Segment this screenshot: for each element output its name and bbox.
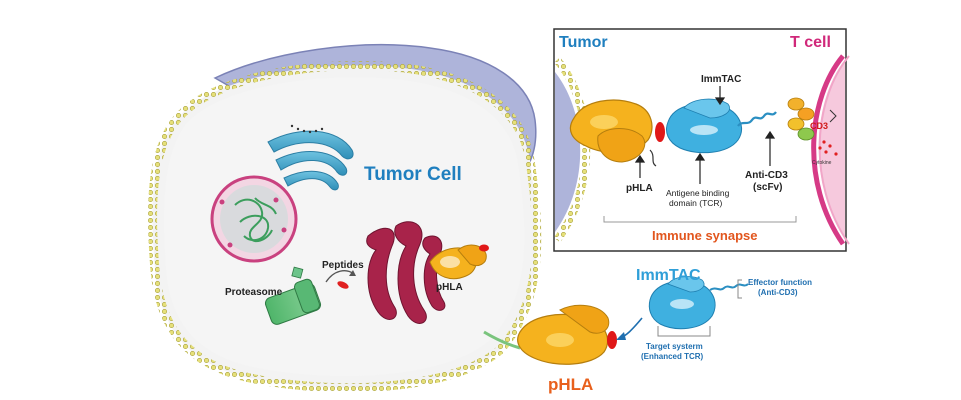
tumor-cell <box>147 44 542 393</box>
inset-antigene-line2: domain (TCR) <box>669 198 723 208</box>
inset-cytokine-label: Cytokine <box>812 160 832 166</box>
target-bracket <box>657 326 711 337</box>
cd3-complex <box>787 97 837 141</box>
effector-bracket <box>737 279 742 299</box>
inset-phla-label: pHLA <box>626 183 653 194</box>
immtac-label: ImmTAC <box>636 267 701 284</box>
golgi-vesicles <box>290 124 324 134</box>
phla-large-label: pHLA <box>548 375 593 394</box>
inset-arrows <box>634 86 776 184</box>
phla-large-icon <box>517 304 617 365</box>
peptide <box>337 281 349 289</box>
inset-anticd3-line1: Anti-CD3 <box>745 170 788 181</box>
peptides-label: Peptides <box>322 260 364 271</box>
target-label-line2: (Enhanced TCR) <box>641 352 704 361</box>
phla-small-icon <box>429 244 489 280</box>
inset-cd3-label: CD3 <box>810 121 828 131</box>
immune-synapse-inset <box>553 28 850 252</box>
peptide-arrow-head <box>349 270 356 276</box>
phla-stalk <box>483 330 521 350</box>
inset-tumor-membrane <box>555 72 581 232</box>
synapse-bracket <box>603 216 797 223</box>
cytokine-dots <box>818 140 838 156</box>
proteasome-icon <box>264 266 322 325</box>
inset-tumor-label: Tumor <box>559 34 608 51</box>
immtac-molecule-icon <box>648 276 749 330</box>
inset-antigene-line1: Antigene binding <box>666 188 730 198</box>
inset-anticd3-line2: (scFv) <box>753 182 782 193</box>
proteasome-label: Proteasome <box>225 287 283 298</box>
target-label-line1: Target systerm <box>646 342 703 351</box>
inset-immtac-label: ImmTAC <box>701 74 741 85</box>
phla-small-label: pHLA <box>436 282 463 293</box>
golgi-apparatus <box>267 130 354 191</box>
nucleus <box>210 175 298 263</box>
effector-label-line2: (Anti-CD3) <box>758 288 798 297</box>
inset-tcell-label: T cell <box>790 34 831 51</box>
chromatin <box>234 197 277 243</box>
binding-arrow-head <box>616 332 626 340</box>
effector-label-line1: Effector function <box>748 278 812 287</box>
tumor-cell-title: Tumor Cell <box>364 164 462 185</box>
inset-synapse-label: Immune synapse <box>652 228 758 243</box>
